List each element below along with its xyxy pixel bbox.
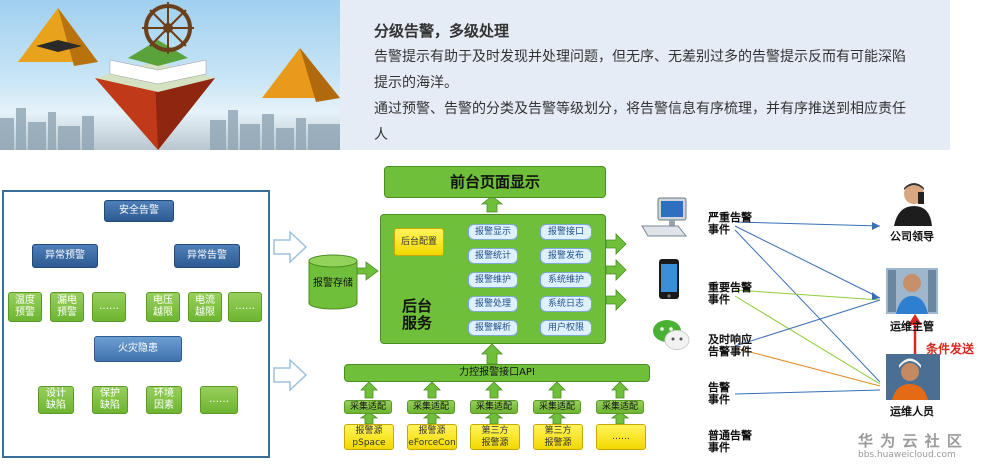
ops-supervisor-avatar bbox=[886, 268, 938, 314]
protection-defect-node: 保护 缺陷 bbox=[92, 386, 128, 414]
frontend-display-box: 前台页面显示 bbox=[384, 166, 606, 198]
alarm-classification-panel bbox=[2, 190, 270, 458]
func-system-maintenance: 系统维护 bbox=[540, 272, 592, 288]
banner-illustration bbox=[0, 0, 340, 150]
more-node: …… bbox=[228, 292, 262, 322]
adapter-box: 采集适配 bbox=[344, 400, 392, 414]
source-eforcecon: 报警源 eForceCon bbox=[407, 424, 457, 450]
smartphone-icon bbox=[658, 258, 680, 300]
voltage-limit-node: 电压 越限 bbox=[146, 292, 180, 322]
func-system-log: 系统日志 bbox=[540, 296, 592, 312]
abnormal-alarm-node: 异常告警 bbox=[174, 244, 240, 268]
banner-text-panel bbox=[340, 0, 950, 150]
source-pspace: 报警源 pSpace bbox=[344, 424, 394, 450]
banner-text-line: 通过预警、告警的分类及告警等级划分，将告警信息有序梳理，并有序推送到相应责任 bbox=[374, 101, 906, 117]
banner-text-line: 人 bbox=[374, 127, 388, 143]
abnormal-warning-node: 异常预警 bbox=[32, 244, 98, 268]
temperature-warning-node: 温度 预警 bbox=[8, 292, 42, 322]
func-alarm-handling: 报警处理 bbox=[468, 296, 518, 312]
event-alarm: 告警 事件 bbox=[708, 381, 730, 406]
adapter-box: 采集适配 bbox=[596, 400, 644, 414]
alarm-storage-cylinder bbox=[308, 254, 358, 310]
ops-staff-avatar bbox=[886, 354, 940, 400]
banner-text-line: 提示的海洋。 bbox=[374, 75, 458, 91]
func-alarm-statistics: 报警统计 bbox=[468, 248, 518, 264]
banner-text-line: 告警提示有助于及时发现并处理问题，但无序、无差别过多的告警提示反而有可能深陷 bbox=[374, 49, 906, 65]
adapter-box: 采集适配 bbox=[407, 400, 455, 414]
banner-title: 分级告警，多级处理 bbox=[374, 22, 510, 40]
current-limit-node: 电流 越限 bbox=[188, 292, 222, 322]
ops-supervisor-label: 运维主管 bbox=[890, 320, 934, 333]
func-user-permission: 用户权限 bbox=[540, 320, 592, 336]
environment-factor-node: 环境 因素 bbox=[146, 386, 182, 414]
company-leader-label: 公司领导 bbox=[890, 230, 934, 243]
func-alarm-publish: 报警发布 bbox=[540, 248, 592, 264]
condition-send-label: 条件发送 bbox=[926, 342, 975, 356]
watermark-url: bbs.huaweicloud.com bbox=[858, 450, 956, 460]
security-alarm-node: 安全告警 bbox=[104, 200, 174, 222]
wechat-icon bbox=[652, 318, 690, 352]
source-third-party: 第三方 报警源 bbox=[470, 424, 520, 450]
adapter-box: 采集适配 bbox=[470, 400, 518, 414]
event-immediate-response: 及时响应 告警事件 bbox=[708, 333, 752, 358]
event-normal: 普通告警 事件 bbox=[708, 429, 752, 454]
more-node: …… bbox=[200, 386, 238, 414]
ops-staff-label: 运维人员 bbox=[890, 405, 934, 418]
source-more: …… bbox=[596, 424, 646, 450]
func-alarm-maintenance: 报警维护 bbox=[468, 272, 518, 288]
func-alarm-interface: 报警接口 bbox=[540, 224, 592, 240]
event-important: 重要告警 事件 bbox=[708, 281, 752, 306]
func-alarm-display: 报警显示 bbox=[468, 224, 518, 240]
fire-hazard-node: 火灾隐患 bbox=[94, 336, 182, 362]
func-alarm-parsing: 报警解析 bbox=[468, 320, 518, 336]
alarm-api-bar: 力控报警接口API bbox=[344, 364, 650, 382]
backend-config-box: 后台配置 bbox=[394, 228, 444, 256]
event-critical: 严重告警 事件 bbox=[708, 211, 752, 236]
leakage-warning-node: 漏电 预警 bbox=[50, 292, 84, 322]
backend-service-label: 后台 服务 bbox=[402, 297, 433, 332]
source-third-party: 第三方 报警源 bbox=[533, 424, 583, 450]
computer-icon bbox=[640, 196, 690, 240]
more-node: …… bbox=[92, 292, 126, 322]
design-defect-node: 设计 缺陷 bbox=[38, 386, 74, 414]
alarm-storage-label: 报警存储 bbox=[313, 278, 353, 289]
adapter-box: 采集适配 bbox=[533, 400, 581, 414]
company-leader-avatar bbox=[888, 180, 936, 226]
watermark-brand: 华 为 云 社 区 bbox=[858, 432, 963, 450]
